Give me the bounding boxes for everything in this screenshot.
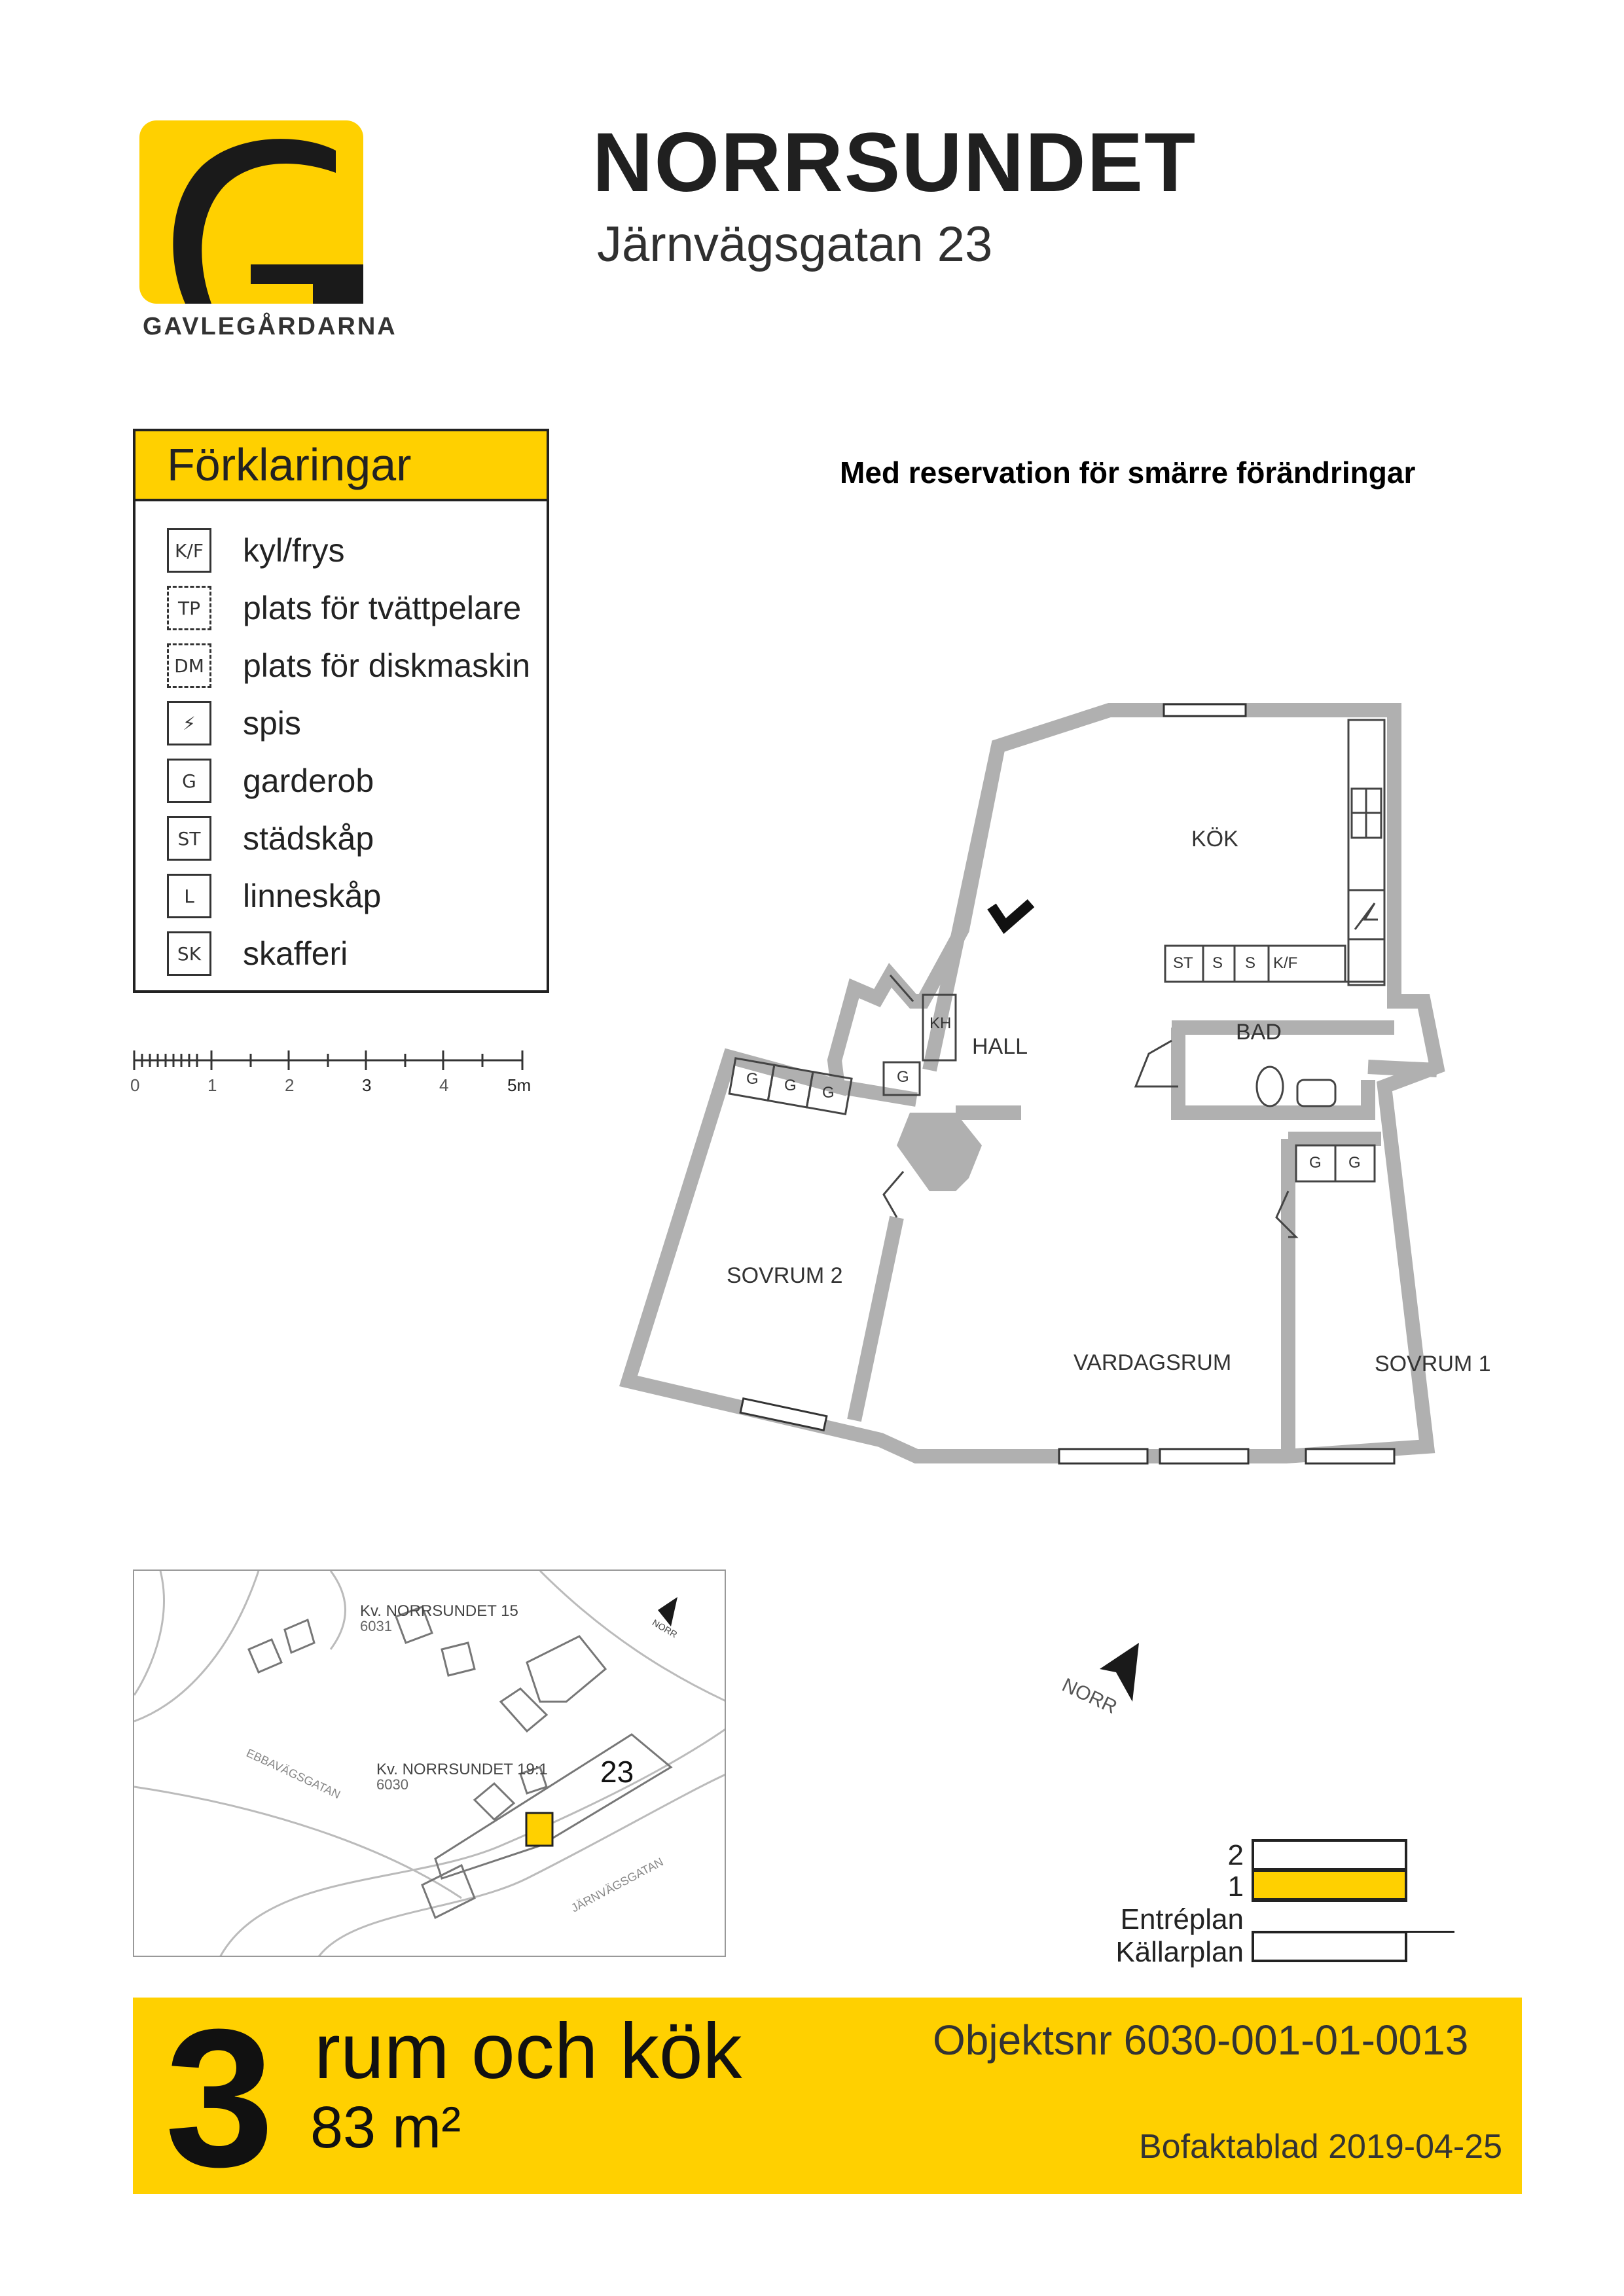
room-label-kok: KÖK [1191,827,1238,852]
logo-text: GAVLEGÅRDARNA [143,313,397,340]
legend-panel: Förklaringar K/F kyl/frys TP plats för t… [133,429,549,993]
legend-item: G garderob [167,755,374,807]
scale-tick-label: 4 [439,1075,449,1095]
legend-item: K/F kyl/frys [167,524,345,577]
room-label-sovrum-1: SOVRUM 1 [1375,1352,1491,1376]
legend-item: DM plats för diskmaskin [167,639,530,692]
fixture-label: S [1212,954,1223,972]
north-arrow-icon [1100,1643,1139,1702]
legend-label: skafferi [243,935,348,972]
scale-tick-label: 1 [208,1075,217,1095]
fixture-label: G [822,1084,835,1102]
map-block-number: 6030 [376,1776,408,1793]
scale-tick-label: 5m [507,1075,532,1095]
floor-indicator: 2 1 Entréplan Källarplan [1047,1839,1479,1970]
legend-label: plats för diskmaskin [243,647,531,684]
pantry-icon: SK [167,931,211,976]
fact-sheet-date: Bofaktablad 2019-04-25 [1139,2128,1503,2166]
fixture-label: G [784,1077,797,1094]
scale-tick-label: 3 [362,1075,372,1095]
wardrobe-icon: G [167,759,211,803]
legend-item: SK skafferi [167,927,348,980]
map-north-icon [658,1597,677,1626]
fixture-label: ST [1173,954,1193,972]
legend-title: Förklaringar [135,431,547,501]
floor-plan: KÖK BAD HALL SOVRUM 2 VARDAGSRUM SOVRUM … [615,694,1571,1486]
scale-bar: 0 1 2 3 4 5m [130,1044,539,1103]
ground-line [1407,1931,1454,1933]
legend-item: L linneskåp [167,870,381,922]
cleaning-cupboard-icon: ST [167,816,211,861]
summary-band [133,1998,1522,2194]
legend-item: ST städskåp [167,812,374,865]
floor-box [1252,1931,1407,1962]
legend-label: städskåp [243,820,374,857]
legend-item: TP plats för tvättpelare [167,582,521,634]
fixture-label: G [746,1070,759,1088]
scale-tick-label: 2 [285,1075,295,1095]
reservation-note: Med reservation för smärre förändringar [840,456,1416,490]
logo [139,120,363,304]
legend-label: plats för tvättpelare [243,590,522,626]
fixture-label: G [1348,1154,1361,1172]
stove-icon: ⚡ [167,701,211,745]
fixture-label: G [897,1068,909,1086]
washer-tower-icon: TP [167,586,211,630]
site-map: Kv. NORRSUNDET 15 6031 Kv. NORRSUNDET 19… [133,1570,726,1957]
room-label-vardagsrum: VARDAGSRUM [1074,1350,1232,1375]
floor-label: 1 [1227,1871,1244,1903]
floor-divider [1252,1899,1407,1902]
gavlegardarna-logo-icon [139,120,363,304]
scale-ruler-icon [133,1050,524,1070]
legend-label: garderob [243,762,374,799]
north-arrow: NORR [1054,1636,1152,1734]
scale-tick-label: 0 [130,1075,140,1095]
fixture-label: G [1309,1154,1322,1172]
object-number: Objektsnr 6030-001-01-0013 [933,2017,1469,2064]
fixture-label: S [1245,954,1256,972]
fixture-label: K/F [1273,954,1298,972]
page-title: NORRSUNDET [592,116,1197,209]
floor-label: Entréplan [1120,1903,1244,1935]
floor-plan-drawing [619,703,1445,1465]
fridge-freezer-icon: K/F [167,528,211,573]
room-label-bad: BAD [1236,1020,1282,1045]
legend-label: kyl/frys [243,532,345,569]
site-map-drawing [134,1571,725,1956]
legend-label: spis [243,705,301,742]
room-type: rum och kök [314,2007,742,2095]
legend-item: ⚡ spis [167,697,301,749]
map-block-label: Kv. NORRSUNDET 15 [360,1602,518,1620]
living-area: 83 m² [310,2095,461,2161]
linen-cupboard-icon: L [167,874,211,918]
fixture-label: KH [929,1014,952,1032]
address: Järnvägsgatan 23 [597,217,993,272]
floor-box [1252,1839,1407,1871]
room-label-hall: HALL [972,1034,1028,1059]
map-block-label: Kv. NORRSUNDET 19:1 [376,1761,548,1778]
floor-label: Källarplan [1115,1936,1244,1968]
room-label-sovrum-2: SOVRUM 2 [727,1263,843,1288]
room-count: 3 [165,1988,274,2208]
map-house-number: 23 [600,1755,634,1789]
floor-box-selected [1252,1869,1407,1901]
entrance-arrow-icon [987,899,1035,935]
legend-label: linneskåp [243,878,382,914]
map-block-number: 6031 [360,1618,392,1634]
floor-label: 2 [1227,1839,1244,1871]
dishwasher-icon: DM [167,643,211,688]
